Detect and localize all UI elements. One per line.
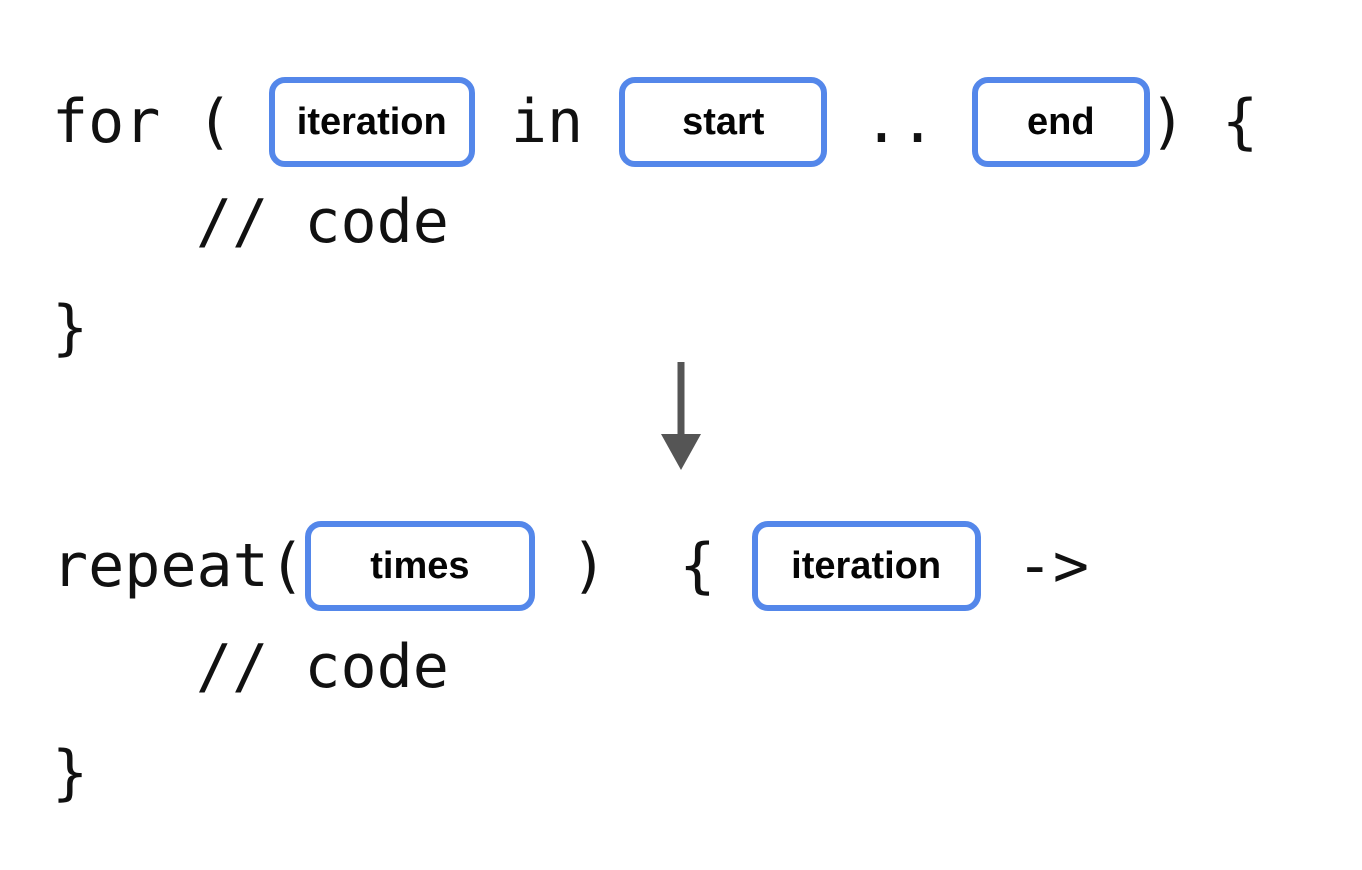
spacer-4 xyxy=(827,92,863,152)
spacer-2 xyxy=(475,92,511,152)
spacer-6 xyxy=(1186,92,1222,152)
for-body-comment-line: // code xyxy=(196,192,449,252)
spacer-3 xyxy=(583,92,619,152)
code-comment: // code xyxy=(196,632,449,702)
closing-brace: } xyxy=(52,738,89,808)
spacer-1 xyxy=(233,92,269,152)
for-closing-brace-line: } xyxy=(52,298,88,358)
spacer-10 xyxy=(981,536,1017,596)
repeat-keyword: repeat( xyxy=(52,531,305,601)
transform-arrow xyxy=(648,358,714,476)
repeat-closing-brace-line: } xyxy=(52,743,88,803)
spacer-9 xyxy=(716,536,752,596)
for-keyword: for xyxy=(52,87,161,157)
slot-iteration-variable[interactable]: iteration xyxy=(268,77,475,167)
repeat-signature-line: repeat( times ) { iteration -> xyxy=(52,521,1089,611)
spacer-5 xyxy=(936,92,972,152)
repeat-body-comment-line: // code xyxy=(196,637,449,697)
spacer-8 xyxy=(607,536,679,596)
arrow-down-icon xyxy=(661,362,701,470)
open-brace: { xyxy=(679,531,716,601)
spacer-7 xyxy=(535,536,571,596)
close-paren: ) xyxy=(571,531,608,601)
for-loop-signature-line: for ( iteration in start .. end ) { xyxy=(52,77,1258,167)
in-keyword: in xyxy=(510,87,584,157)
slot-lambda-parameter[interactable]: iteration xyxy=(751,521,981,611)
open-brace: { xyxy=(1222,87,1259,157)
slot-times-count[interactable]: times xyxy=(304,521,535,611)
slot-range-end[interactable]: end xyxy=(971,77,1150,167)
range-operator: .. xyxy=(863,87,936,157)
lambda-arrow: -> xyxy=(1016,531,1089,601)
closing-brace: } xyxy=(52,293,89,363)
close-paren: ) xyxy=(1149,87,1186,157)
open-paren: ( xyxy=(160,87,233,157)
code-comment: // code xyxy=(196,187,449,257)
slot-range-start[interactable]: start xyxy=(619,77,828,167)
